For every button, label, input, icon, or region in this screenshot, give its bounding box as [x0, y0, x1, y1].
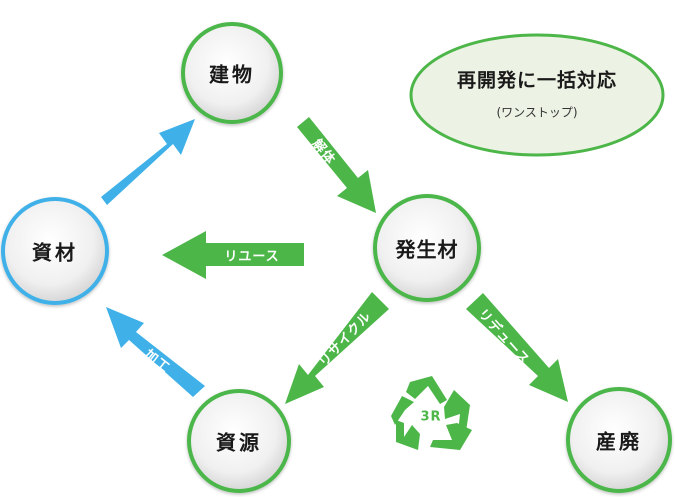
- reduce-arrow: [466, 293, 568, 402]
- node-building: [181, 22, 283, 124]
- reuse-label: リユース: [224, 249, 280, 265]
- resource-label: 資源: [216, 430, 262, 455]
- one-stop-subtitle: (ワンストップ): [496, 105, 578, 120]
- waste-label: 産廃: [596, 429, 642, 454]
- node-waste: [566, 387, 672, 493]
- reuse-arrow: [162, 231, 304, 279]
- node-material: [1, 197, 109, 305]
- construction-arrow: [101, 119, 195, 205]
- processing-arrow: [106, 307, 205, 397]
- demolition-arrow: [297, 117, 376, 213]
- one-stop-oval: [409, 33, 665, 157]
- node-resource: [187, 389, 291, 493]
- recycle-3r-label: 3R: [420, 409, 442, 425]
- generated-label: 発生材: [395, 237, 459, 262]
- material-label: 資材: [32, 240, 78, 265]
- recycle-arrow: [285, 292, 389, 404]
- node-generated: [373, 194, 481, 302]
- building-label: 建物: [209, 62, 255, 87]
- recycle-3r-icon: [391, 376, 472, 450]
- one-stop-title: 再開発に一括対応: [456, 69, 618, 92]
